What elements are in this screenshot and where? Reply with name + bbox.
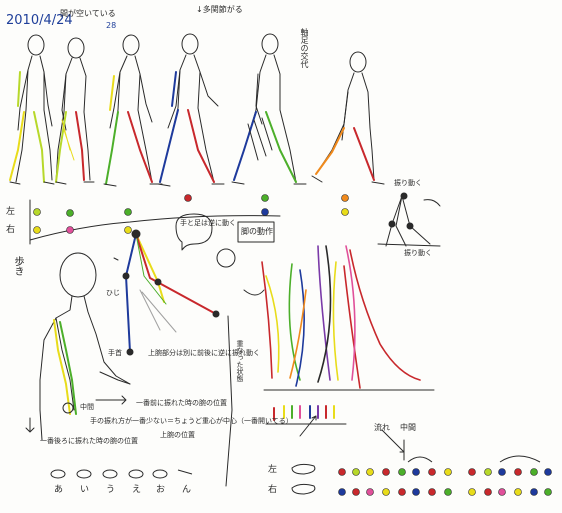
- walking-figure-5: [231, 33, 307, 185]
- swing-small-note: 手の振れ方が一番少ない＝ちょうど重心が中心（一番開いてる）: [90, 417, 293, 425]
- row-right-label: 右: [6, 225, 16, 235]
- stick-diagram: [113, 229, 220, 356]
- walking-figure-2: [55, 37, 95, 185]
- kana-e: え: [132, 485, 142, 495]
- date-label: 2010/4/24: [6, 13, 73, 28]
- time-label: 28: [106, 21, 117, 30]
- foot-outlines: [50, 455, 541, 495]
- upper-arm-note: 上腕部分は別に前後に逆に振れ動く: [148, 349, 260, 357]
- shoulder-swing-label: 振り動く: [394, 179, 422, 187]
- arrow-flow: [381, 429, 405, 453]
- leg-motion-label: 脚の動作: [241, 227, 273, 236]
- arrow-right: [95, 395, 127, 405]
- walking-figure-6: [311, 51, 385, 185]
- upper-body-leg: 上腕の位置: [160, 431, 195, 439]
- row-left-label: 左: [6, 207, 16, 217]
- kana-n: ん: [182, 485, 192, 495]
- elbow-label: ひじ: [106, 289, 120, 297]
- overlapping-legs: [243, 245, 435, 391]
- bottom-right-label: 右: [268, 485, 278, 495]
- middle2-label: 中間: [400, 423, 416, 432]
- note-vertical: 軸足の交代: [300, 28, 309, 68]
- bottom-left-label: 左: [268, 465, 278, 475]
- note-top-right: ↓多関節がる: [196, 5, 243, 14]
- kana-i: い: [80, 485, 90, 495]
- flow-label: 流れ: [374, 423, 390, 432]
- arm-back-note: 一番後ろに振れた時の腕の位置: [40, 437, 138, 445]
- walk-label: 歩き: [12, 256, 23, 276]
- arm-front-note: 一番前に振れた時の腕の位置: [136, 399, 227, 407]
- color-ticks: [265, 405, 347, 425]
- arrow-up: [299, 415, 317, 437]
- middle-label: 中間: [80, 403, 94, 411]
- arm-swing-diagram: [377, 192, 441, 247]
- walking-figure-3: [103, 34, 163, 187]
- kana-a: あ: [54, 485, 64, 495]
- face-sketch: [216, 248, 236, 268]
- arrow-down: [25, 417, 35, 433]
- wrist-label: 手首: [108, 349, 122, 357]
- note-top: 間が空いている: [60, 9, 116, 18]
- arm-swing-note: 振り動く: [404, 249, 432, 257]
- bubble-text: 手と足は逆に動く: [180, 219, 236, 227]
- color-dots-top: [33, 194, 349, 234]
- kana-u: う: [106, 485, 116, 495]
- label-box: [237, 221, 275, 243]
- kana-o: お: [156, 485, 166, 495]
- color-dots-bottom: [338, 468, 552, 496]
- large-body-figure: [39, 252, 131, 441]
- speech-bubble: [175, 213, 213, 251]
- overlap-note: 重なった状態: [236, 340, 244, 382]
- walking-figure-4: [157, 33, 225, 187]
- walking-figure-1: [9, 34, 55, 185]
